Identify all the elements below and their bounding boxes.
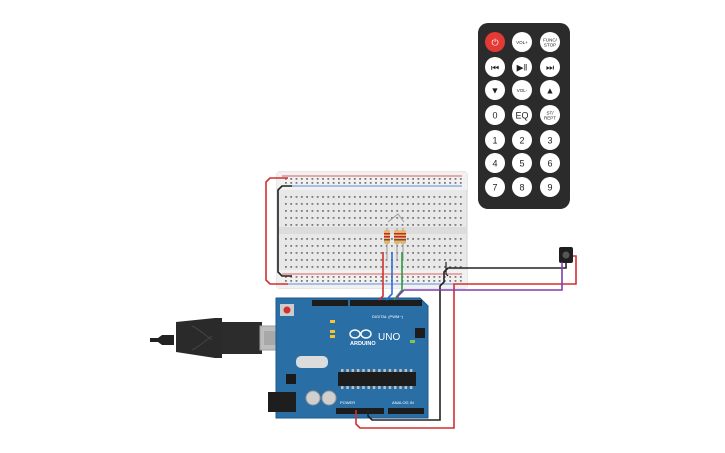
usb-cable [150, 318, 279, 358]
remote-key-9-button[interactable]: 9 [540, 177, 560, 197]
wire-red-pin [378, 252, 384, 301]
capacitor-1 [305, 390, 321, 406]
remote-key-label: VOL- [517, 88, 528, 93]
analog-header-label: ANALOG IN [392, 400, 414, 405]
arduino-brand: ARDUINO [350, 341, 376, 347]
breadboard[interactable] [276, 171, 468, 289]
remote-key-label: VOL+ [516, 40, 528, 45]
digital-header-left[interactable] [312, 300, 348, 306]
rgb-led[interactable] [387, 213, 405, 223]
remote-key-label-line2: REPT [544, 116, 556, 121]
analog-header[interactable] [388, 408, 424, 414]
wire-black-gnd [445, 262, 449, 277]
power-header-label: POWER [340, 400, 355, 405]
digital-header-label: DIGITAL (PWM~) [372, 314, 404, 319]
remote-key-6-button[interactable]: 6 [540, 153, 560, 173]
remote-keypad[interactable]: ⏻ VOL+ FUNC/STOP ⏮ ▶‖ ⏭ ▼ VOL- ▲ 0 EQ ST/REPT 1 2 3 4 5 6… [485, 32, 560, 197]
crystal-oscillator [296, 356, 328, 368]
remote-key-label: 1 [492, 136, 497, 146]
remote-key-2-button[interactable]: 2 [512, 130, 532, 150]
icsp-header[interactable] [415, 328, 425, 338]
remote-key-label: 4 [492, 159, 497, 169]
resistor-3[interactable] [400, 228, 406, 260]
power-icon: ⏻ [491, 38, 498, 48]
skip-forward-icon: ⏭ [546, 63, 554, 73]
atmega-chip-pins [341, 369, 413, 389]
wire-green-pin [393, 252, 403, 301]
remote-up-button[interactable]: ▲ [540, 80, 560, 100]
power-header[interactable] [336, 408, 384, 414]
breadboard-holes[interactable] [285, 178, 462, 282]
voltage-regulator [286, 374, 296, 384]
atmega-chip [338, 372, 416, 386]
reset-button-cap[interactable] [283, 306, 291, 314]
wire-black-rail-left [277, 185, 292, 277]
play-pause-icon: ▶‖ [517, 63, 528, 73]
remote-key-label: 2 [519, 136, 524, 146]
remote-key-vol-button[interactable]: VOL+ [512, 32, 532, 52]
remote-key-st-button[interactable]: ST/REPT [540, 105, 560, 125]
resistor-2[interactable] [394, 228, 400, 260]
remote-skip-forward-button[interactable]: ⏭ [540, 57, 560, 77]
up-icon: ▲ [546, 86, 555, 96]
remote-key-vol-button[interactable]: VOL- [512, 80, 532, 100]
wire-black-receiver [367, 262, 567, 421]
ir-remote[interactable]: ⏻ VOL+ FUNC/STOP ⏮ ▶‖ ⏭ ▼ VOL- ▲ 0 EQ ST/REPT 1 2 3 4 5 6… [478, 23, 570, 209]
remote-skip-back-button[interactable]: ⏮ [485, 57, 505, 77]
arduino-model: UNO [378, 332, 400, 343]
down-icon: ▼ [491, 86, 500, 96]
remote-key-1-button[interactable]: 1 [485, 130, 505, 150]
capacitor-2 [321, 390, 337, 406]
remote-key-3-button[interactable]: 3 [540, 130, 560, 150]
remote-key-label: 9 [547, 183, 552, 193]
remote-power-button[interactable]: ⏻ [485, 32, 505, 52]
onboard-leds [330, 320, 415, 343]
remote-key-4-button[interactable]: 4 [485, 153, 505, 173]
remote-key-8-button[interactable]: 8 [512, 177, 532, 197]
dc-power-jack [268, 392, 296, 412]
wires[interactable] [265, 177, 577, 429]
remote-key-5-button[interactable]: 5 [512, 153, 532, 173]
remote-key-label-line2: STOP [544, 43, 556, 48]
remote-key-label: 5 [519, 159, 524, 169]
wire-red-rail-left [265, 177, 288, 285]
remote-key-label: 6 [547, 159, 552, 169]
remote-key-label: ST/ [546, 111, 554, 116]
arduino-uno-board[interactable]: DIGITAL (PWM~) POWER ANALOG IN ARDUINO U… [268, 297, 429, 419]
remote-key-func-button[interactable]: FUNC/STOP [540, 32, 560, 52]
breadboard-center-channel [277, 227, 467, 234]
wire-purple-signal [397, 262, 563, 300]
remote-key-label: EQ [515, 111, 528, 121]
remote-key-label: 3 [547, 136, 552, 146]
wire-blue-pin [385, 252, 393, 301]
remote-key-label: 8 [519, 183, 524, 193]
remote-key-eq-button[interactable]: EQ [512, 105, 532, 125]
remote-key-0-button[interactable]: 0 [485, 105, 505, 125]
remote-key-label: FUNC/ [543, 38, 557, 43]
arduino-infinity-logo [349, 329, 372, 339]
remote-key-label: 0 [492, 111, 497, 121]
remote-key-7-button[interactable]: 7 [485, 177, 505, 197]
remote-down-button[interactable]: ▼ [485, 80, 505, 100]
wire-red-receiver [355, 255, 577, 429]
resistor-1[interactable] [384, 228, 390, 260]
remote-play-pause-button[interactable]: ▶‖ [512, 57, 532, 77]
remote-key-label: 7 [492, 183, 497, 193]
ir-receiver[interactable] [559, 247, 573, 263]
skip-back-icon: ⏮ [491, 63, 499, 73]
digital-header[interactable] [350, 300, 422, 306]
